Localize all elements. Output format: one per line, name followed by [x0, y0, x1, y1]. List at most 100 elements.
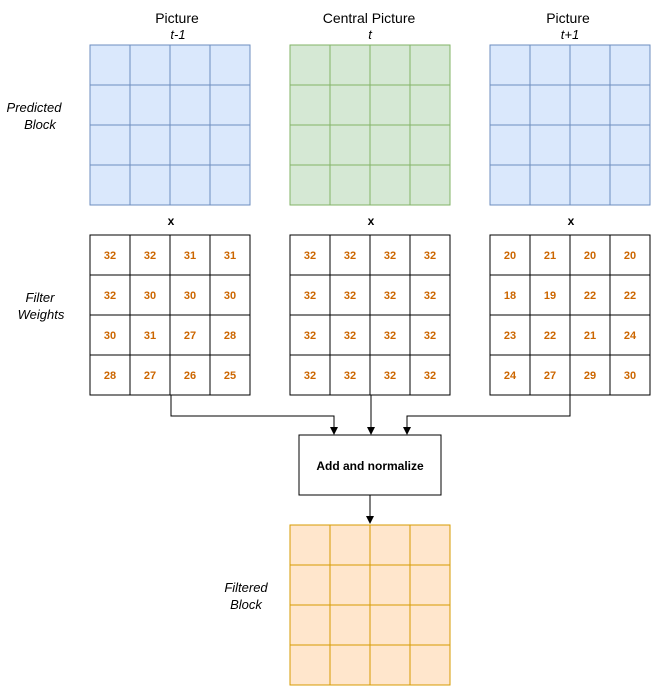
predicted-block-central-cell: [329, 124, 371, 166]
weight-next-value: 20: [584, 250, 596, 262]
weight-next-value: 27: [544, 370, 556, 382]
weight-central-value: 32: [424, 250, 436, 262]
picture-central-subtitle: t: [368, 27, 373, 42]
weight-prev-cell: [129, 274, 171, 316]
connector-prev-to-combine: [170, 395, 338, 435]
weight-prev-value: 27: [184, 330, 196, 342]
predicted-block-central: [289, 44, 451, 206]
predicted-block-central-cell: [329, 84, 371, 126]
multiply-symbol-prev: x: [168, 214, 175, 228]
weight-next-value: 22: [624, 290, 636, 302]
predicted-block-prev-cell: [89, 44, 131, 86]
predicted-block-next-cell: [529, 84, 571, 126]
filtered-block: [289, 524, 451, 686]
filtered-block-cell: [369, 604, 411, 646]
predicted-block-prev-cell: [129, 124, 171, 166]
filtered-block-cell: [409, 564, 451, 606]
predicted-block-central-cell: [289, 84, 331, 126]
weight-central-value: 32: [344, 330, 356, 342]
predicted-block-next-cell: [609, 124, 651, 166]
weight-central-value: 32: [384, 370, 396, 382]
weight-next-cell: [609, 274, 651, 316]
weight-central-value: 32: [424, 330, 436, 342]
weight-central-cell: [409, 274, 451, 316]
weight-next-value: 20: [624, 250, 636, 262]
weight-prev-value: 30: [144, 290, 156, 302]
predicted-block-prev-cell: [129, 84, 171, 126]
predicted-block-label-line2: Block: [24, 117, 57, 132]
weight-central-value: 32: [424, 370, 436, 382]
weight-prev-cell: [209, 234, 251, 276]
filtered-block-cell: [409, 524, 451, 566]
predicted-block-prev-cell: [129, 44, 171, 86]
weight-prev-value: 30: [184, 290, 196, 302]
weight-central-cell: [369, 274, 411, 316]
weight-next-cell: [609, 234, 651, 276]
filtered-block-cell: [289, 524, 331, 566]
weight-prev-cell: [209, 314, 251, 356]
weight-central-cell: [329, 234, 371, 276]
weight-prev-value: 30: [224, 290, 236, 302]
picture-prev-subtitle: t-1: [170, 27, 185, 42]
predicted-block-prev-cell: [209, 164, 251, 206]
connector-next-to-combine: [403, 395, 571, 435]
picture-prev-title: Picture: [155, 10, 199, 26]
weight-next-cell: [569, 354, 611, 396]
weight-central-cell: [289, 354, 331, 396]
filtered-block-cell: [329, 644, 371, 686]
weight-prev-value: 26: [184, 370, 196, 382]
weight-next-cell: [529, 354, 571, 396]
weight-next-cell: [609, 354, 651, 396]
weight-central-cell: [369, 234, 411, 276]
weight-prev-value: 31: [144, 330, 156, 342]
predicted-block-next-cell: [569, 124, 611, 166]
predicted-block-next-cell: [489, 164, 531, 206]
weight-next-value: 20: [504, 250, 516, 262]
predicted-block-prev-cell: [169, 164, 211, 206]
weight-next-cell: [529, 314, 571, 356]
predicted-block-next-cell: [489, 124, 531, 166]
predicted-block-next: [489, 44, 651, 206]
filtered-block-cell: [329, 604, 371, 646]
predicted-block-prev-cell: [89, 164, 131, 206]
weight-prev-value: 32: [104, 290, 116, 302]
multiply-symbol-central: x: [368, 214, 375, 228]
predicted-block-next-cell: [569, 164, 611, 206]
filtered-block-cell: [369, 564, 411, 606]
multiply-symbol-next: x: [568, 214, 575, 228]
predicted-block-central-cell: [409, 84, 451, 126]
predicted-block-central-cell: [369, 44, 411, 86]
filtered-block-cell: [329, 564, 371, 606]
weight-central-cell: [409, 314, 451, 356]
predicted-block-prev-cell: [169, 84, 211, 126]
filtered-block-cell: [329, 524, 371, 566]
filter-weights-label-line1: Filter: [26, 290, 56, 305]
weight-next-cell: [609, 314, 651, 356]
weight-next-value: 21: [544, 250, 556, 262]
weight-central-value: 32: [384, 250, 396, 262]
connectors: [170, 395, 571, 524]
filtered-block-label-line1: Filtered: [224, 580, 268, 595]
weight-central-cell: [289, 234, 331, 276]
predicted-block-prev: [89, 44, 251, 206]
filtered-block-cell: [289, 644, 331, 686]
weight-prev-value: 30: [104, 330, 116, 342]
weight-next-value: 19: [544, 290, 556, 302]
weight-central-value: 32: [384, 290, 396, 302]
predicted-block-prev-cell: [89, 124, 131, 166]
weight-next-value: 22: [544, 330, 556, 342]
filtered-block-label-line2: Block: [230, 597, 263, 612]
weight-central-cell: [409, 354, 451, 396]
weight-prev-value: 25: [224, 370, 236, 382]
predicted-block-next-cell: [489, 84, 531, 126]
weight-central-value: 32: [344, 250, 356, 262]
predicted-block-next-cell: [609, 44, 651, 86]
predicted-block-central-cell: [329, 164, 371, 206]
picture-central-title: Central Picture: [323, 10, 416, 26]
predicted-block-prev-cell: [209, 124, 251, 166]
weight-next-value: 29: [584, 370, 596, 382]
weight-central-value: 32: [344, 290, 356, 302]
weight-prev-cell: [89, 354, 131, 396]
weight-central-value: 32: [304, 290, 316, 302]
